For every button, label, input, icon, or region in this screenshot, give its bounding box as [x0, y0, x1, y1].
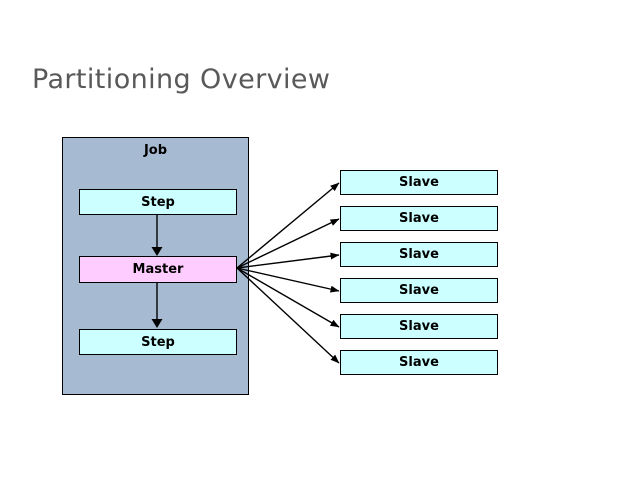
arrow-master-to-slave-1	[236, 182, 340, 269]
node-slave-5[interactable]: Slave	[340, 314, 498, 339]
node-step-top[interactable]: Step	[79, 189, 237, 215]
arrow-master-to-slave-5	[236, 267, 340, 328]
job-label: Job	[143, 143, 168, 158]
arrow-master-to-slave-2	[236, 218, 340, 269]
node-slave-6[interactable]: Slave	[340, 350, 498, 375]
arrow-master-to-slave-4	[236, 267, 340, 293]
node-slave-1[interactable]: Slave	[340, 170, 498, 195]
node-slave-3[interactable]: Slave	[340, 242, 498, 267]
page-title: Partitioning Overview	[32, 64, 331, 95]
node-step-bottom[interactable]: Step	[79, 329, 237, 355]
node-slave-4[interactable]: Slave	[340, 278, 498, 303]
node-master[interactable]: Master	[79, 256, 237, 283]
node-slave-2[interactable]: Slave	[340, 206, 498, 231]
job-container[interactable]: Job Step Master Step	[62, 137, 249, 395]
arrow-master-to-slave-3	[236, 252, 340, 269]
arrow-master-to-slave-6	[236, 267, 340, 364]
